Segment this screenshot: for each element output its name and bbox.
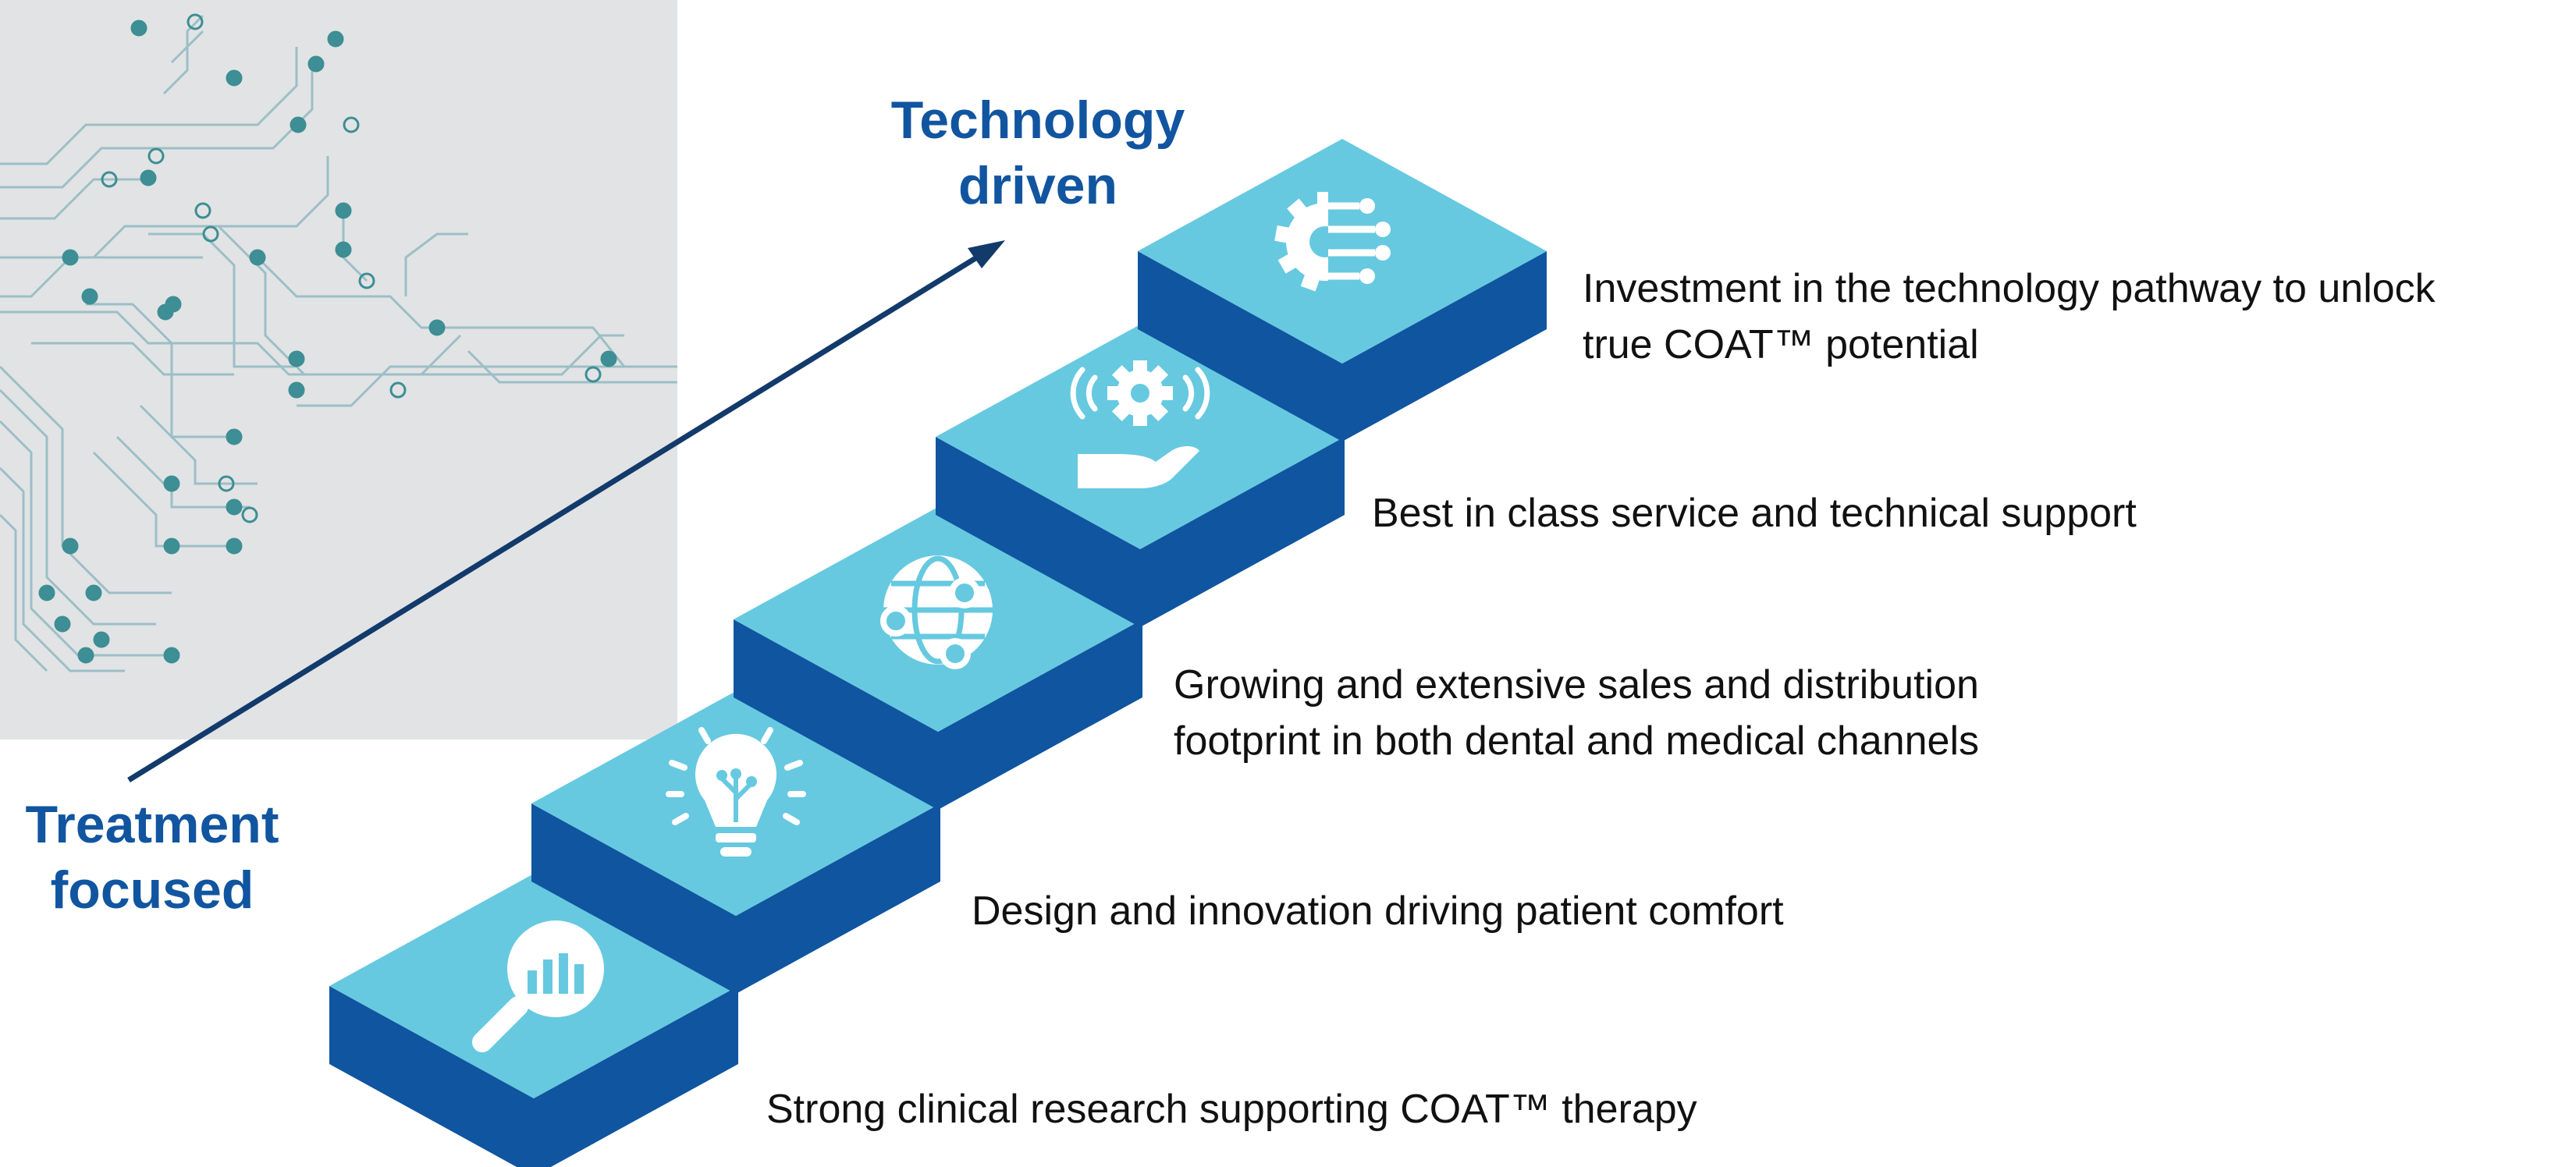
circuit-node <box>335 202 352 219</box>
circuit-trace <box>0 256 203 298</box>
circuit-node <box>288 350 305 367</box>
progress-arrow-line <box>127 247 991 782</box>
circuit-node <box>389 381 407 399</box>
circuit-node <box>226 537 243 555</box>
circuit-trace <box>86 303 226 438</box>
circuit-node <box>130 20 147 37</box>
step-5-label: Investment in the technology pathway to … <box>1583 266 2436 367</box>
circuit-node <box>194 202 211 219</box>
magnifier-chart-icon <box>472 920 604 1052</box>
circuit-trace <box>404 232 468 296</box>
circuit-trace <box>0 466 125 672</box>
circuit-node <box>62 537 79 555</box>
heading-technology-driven: Technology driven <box>890 90 1185 215</box>
lightbulb-circuit-icon <box>666 727 806 857</box>
step-3-label: Growing and extensive sales and distribu… <box>1174 662 1980 764</box>
circuit-trace <box>31 342 234 376</box>
step-5-side <box>1138 251 1547 442</box>
circuit-node <box>428 319 446 336</box>
circuit-trace <box>0 388 156 626</box>
circuit-node <box>226 69 243 87</box>
circuit-trace <box>217 225 624 376</box>
circuit-node <box>163 537 180 555</box>
circuit-node <box>147 147 165 165</box>
circuit-node <box>77 647 94 664</box>
circuit-node <box>163 647 180 664</box>
circuit-trace <box>92 451 234 548</box>
circuit-node <box>101 171 118 188</box>
step-2-side <box>531 803 940 994</box>
circuit-trace <box>0 420 172 657</box>
heading-treatment-focused: Treatment focused <box>25 795 279 920</box>
circuit-trace <box>0 513 48 672</box>
circuit-trace <box>148 232 297 368</box>
circuit-node <box>343 116 360 133</box>
circuit-node <box>226 428 243 445</box>
circuit-node <box>358 272 375 289</box>
circuit-node <box>307 55 325 73</box>
circuit-node <box>202 225 219 243</box>
circuit-node <box>54 615 71 633</box>
globe-network-icon <box>880 555 993 669</box>
circuit-trace <box>170 30 204 64</box>
circuit-trace <box>0 70 314 189</box>
circuit-trace <box>297 365 677 407</box>
circuit-node <box>187 13 204 30</box>
circuit-node <box>165 296 182 313</box>
step-4-side <box>936 437 1345 627</box>
circuit-node <box>249 249 266 266</box>
circuit-node <box>290 116 307 133</box>
step-1-label: Strong clinical research supporting COAT… <box>766 1087 1697 1132</box>
step-3-side <box>734 619 1142 810</box>
circuit-node <box>81 288 98 305</box>
circuit-node <box>140 169 157 186</box>
circuit-trace <box>467 349 677 384</box>
circuit-node <box>62 249 79 266</box>
circuit-node <box>327 30 344 48</box>
circuit-node <box>584 366 602 383</box>
step-4-label: Best in class service and technical supp… <box>1372 491 2137 536</box>
progress-arrow-head <box>968 240 1005 268</box>
circuit-trace <box>0 178 156 220</box>
step-1-side <box>329 986 738 1167</box>
circuit-trace <box>0 47 298 165</box>
gear-circuit-icon <box>1274 187 1391 296</box>
circuit-node <box>85 584 102 601</box>
circuit-node <box>335 241 352 258</box>
step-5-block <box>1138 139 1547 442</box>
circuit-trace <box>162 14 204 95</box>
hand-gear-icon <box>1070 360 1210 488</box>
circuit-trace <box>139 404 258 485</box>
circuit-panel-bg <box>0 0 677 740</box>
circuit-node <box>600 350 617 367</box>
circuit-node <box>288 381 305 399</box>
circuit-node <box>241 506 258 523</box>
circuit-node <box>218 475 235 492</box>
step-2-label: Design and innovation driving patient co… <box>972 889 1784 934</box>
circuit-node <box>38 584 55 601</box>
circuit-node <box>93 631 110 648</box>
circuit-node <box>163 475 180 492</box>
circuit-trace <box>115 435 250 509</box>
circuit-node <box>226 498 243 516</box>
